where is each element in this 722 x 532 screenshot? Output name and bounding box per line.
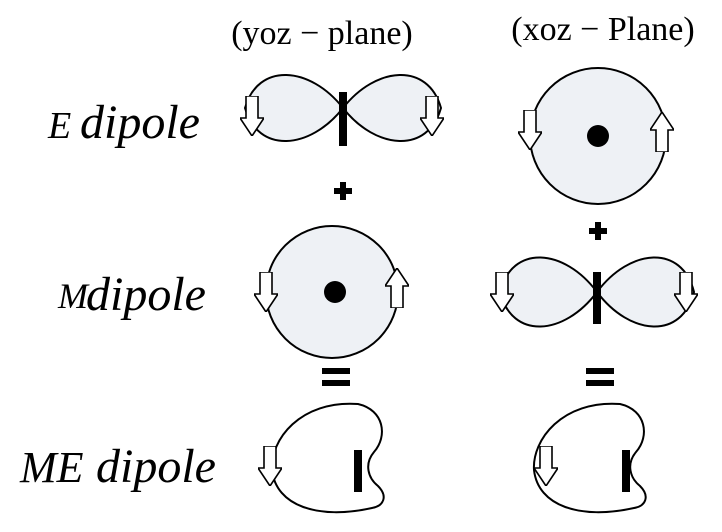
yoz-e-dipole-pattern: [240, 74, 444, 146]
dipole-bar: [354, 450, 362, 492]
row-label-e-prefix: E: [47, 105, 71, 147]
dipole-bar: [339, 92, 347, 146]
dipole-dot: [324, 281, 346, 303]
xoz-m-dipole-pattern: [490, 256, 698, 328]
equals-operator-left: [322, 368, 350, 386]
yoz-m-dipole-pattern: [254, 225, 409, 359]
row-label-e-dipole: E dipole: [47, 96, 200, 149]
xoz-me-dipole-pattern: [532, 402, 647, 514]
row-label-me-dipole: ME dipole: [19, 440, 216, 493]
column-header-xoz: (xoz − Plane): [511, 11, 694, 48]
plus-operator-right: [589, 222, 607, 240]
column-header-yoz: (yoz − plane): [231, 15, 413, 52]
row-label-me-prefix: ME: [19, 443, 84, 492]
row-label-m-prefix: M: [57, 276, 90, 316]
row-label-me-word: dipole: [96, 440, 216, 493]
yoz-me-dipole-pattern: [258, 402, 385, 514]
plus-operator-left: [334, 182, 352, 200]
dipole-dot: [587, 125, 609, 147]
row-label-m-dipole: M dipole: [57, 268, 206, 321]
row-label-e-word: dipole: [80, 96, 200, 149]
dipole-bar: [622, 450, 630, 492]
equals-operator-right: [586, 368, 614, 386]
dipole-bar: [593, 272, 601, 324]
xoz-e-dipole-pattern: [518, 67, 674, 205]
row-label-m-word: dipole: [86, 268, 206, 321]
